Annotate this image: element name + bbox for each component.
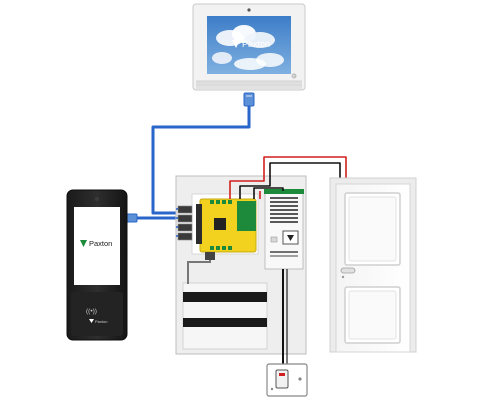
power-wiring [229, 156, 347, 375]
door-keyhole-icon [341, 275, 345, 279]
door-handle-icon[interactable] [340, 267, 356, 274]
wall-switch-icon [266, 363, 308, 397]
network-cable [129, 102, 251, 220]
switch-screw-icon [298, 377, 302, 381]
entry-paxton-logo-icon [80, 240, 87, 247]
access-controller-icon [176, 193, 259, 255]
entry-panel-screen [74, 207, 120, 285]
psu-logo-icon [287, 235, 294, 241]
reader-brand-text: Paxton [95, 319, 107, 324]
switch-rocker[interactable] [275, 369, 289, 389]
rfid-symbol-icon: ((•)) [86, 308, 97, 315]
monitor-camera-icon [247, 8, 251, 12]
monitor-chin [196, 80, 302, 89]
controller-chip [214, 218, 226, 230]
controller-module [237, 201, 256, 231]
board-connector-icon [205, 252, 215, 260]
paxton-logo-mark-icon [232, 40, 240, 48]
entry-panel-brand-text: Paxton [89, 239, 112, 248]
reader-paxton-logo-icon [89, 319, 94, 323]
rj45-plug-icon [243, 92, 255, 107]
video-monitor-icon: Paxton P [192, 3, 306, 91]
entry-panel-reader [71, 292, 123, 336]
monitor-badge-text: P [293, 75, 296, 79]
monitor-brand-text: Paxton [242, 39, 270, 49]
panelled-door-icon [329, 177, 417, 353]
door-entry-panel-icon: Paxton ((•)) Paxton [66, 189, 128, 341]
entry-panel-camera-icon [94, 196, 100, 202]
battery-band-top [183, 292, 267, 302]
power-supply-icon [264, 189, 304, 270]
battery-band-bottom [183, 318, 267, 327]
panel-connector-icon [126, 213, 138, 223]
cloud-image [212, 25, 284, 70]
psu-terminal-strip [264, 189, 304, 194]
monitor-badge-icon [291, 73, 297, 79]
